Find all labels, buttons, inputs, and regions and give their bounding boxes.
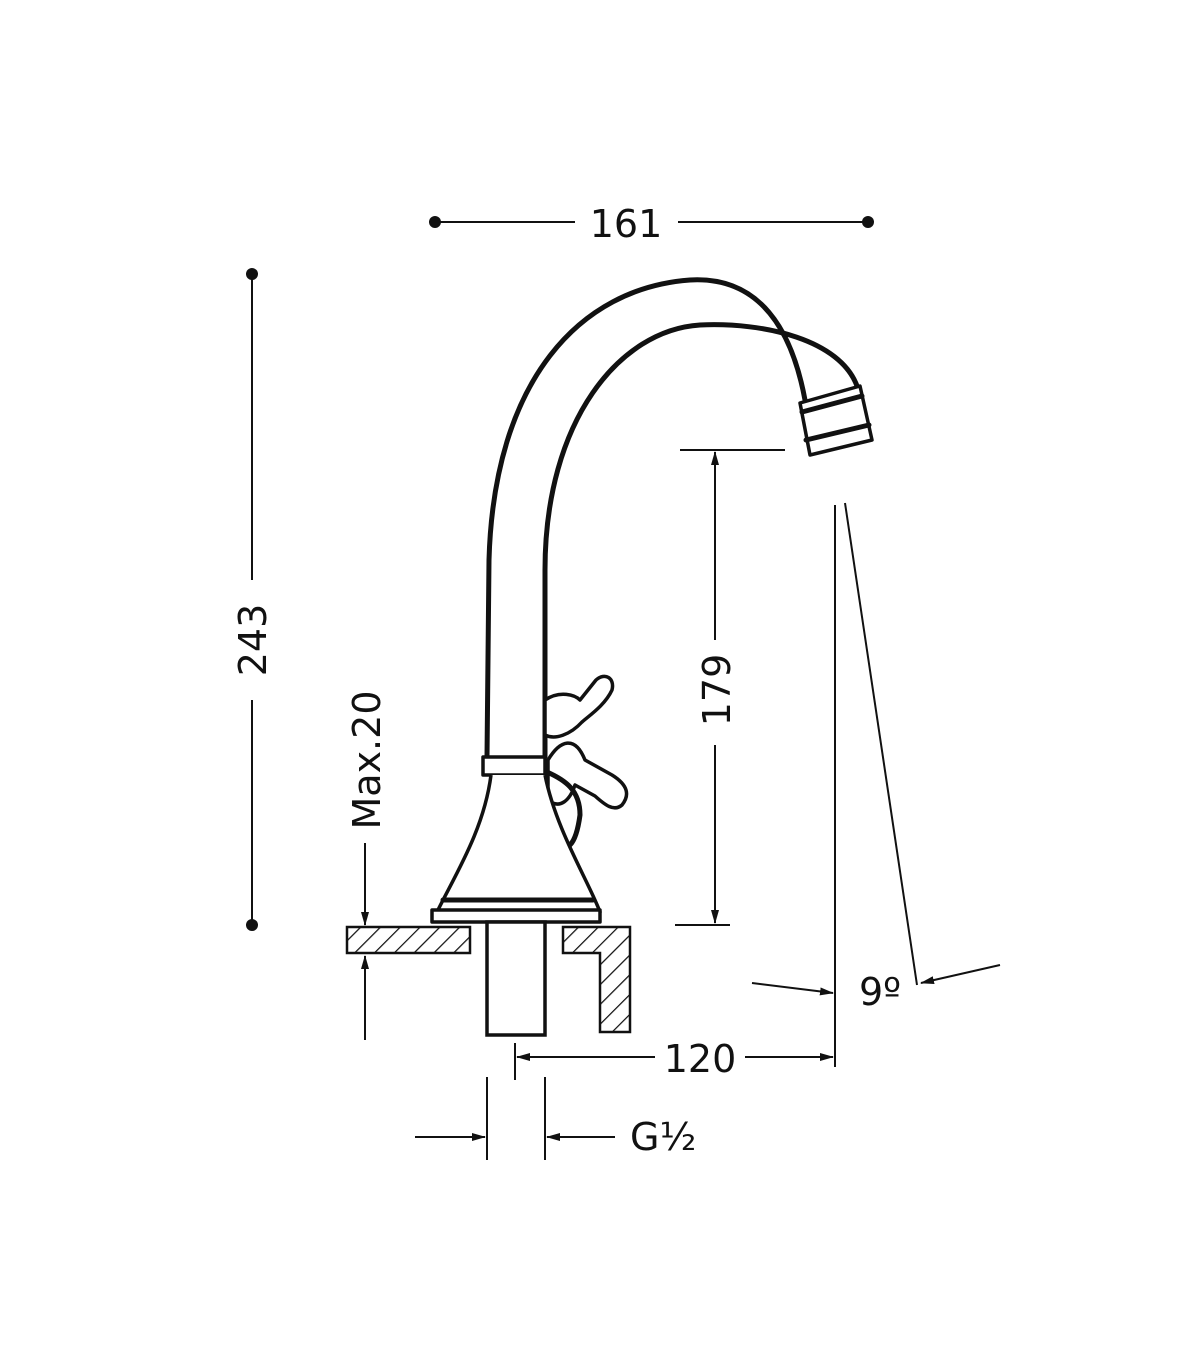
faucet-handle xyxy=(543,674,629,848)
dimension-label-161: 161 xyxy=(590,202,663,246)
dimension-max-thickness: Max.20 xyxy=(345,691,389,1040)
dimension-thread: G½ xyxy=(415,1077,696,1160)
dimension-label-max20: Max.20 xyxy=(345,691,389,830)
dimension-angle: 9º xyxy=(751,502,1001,1014)
dimension-label-120: 120 xyxy=(664,1037,737,1081)
dimension-total-height: 243 xyxy=(231,268,275,931)
faucet-spout xyxy=(484,277,874,760)
countertop-section xyxy=(345,920,632,1037)
dimension-label-thread: G½ xyxy=(630,1115,696,1159)
dimension-label-243: 243 xyxy=(231,604,275,677)
dimension-reach: 120 xyxy=(514,505,836,1081)
dimension-label-angle: 9º xyxy=(859,970,901,1014)
dimension-label-179: 179 xyxy=(695,654,739,727)
faucet-body xyxy=(430,755,602,924)
dimension-width: 161 xyxy=(429,202,874,246)
dimension-spout-height: 179 xyxy=(675,449,785,926)
